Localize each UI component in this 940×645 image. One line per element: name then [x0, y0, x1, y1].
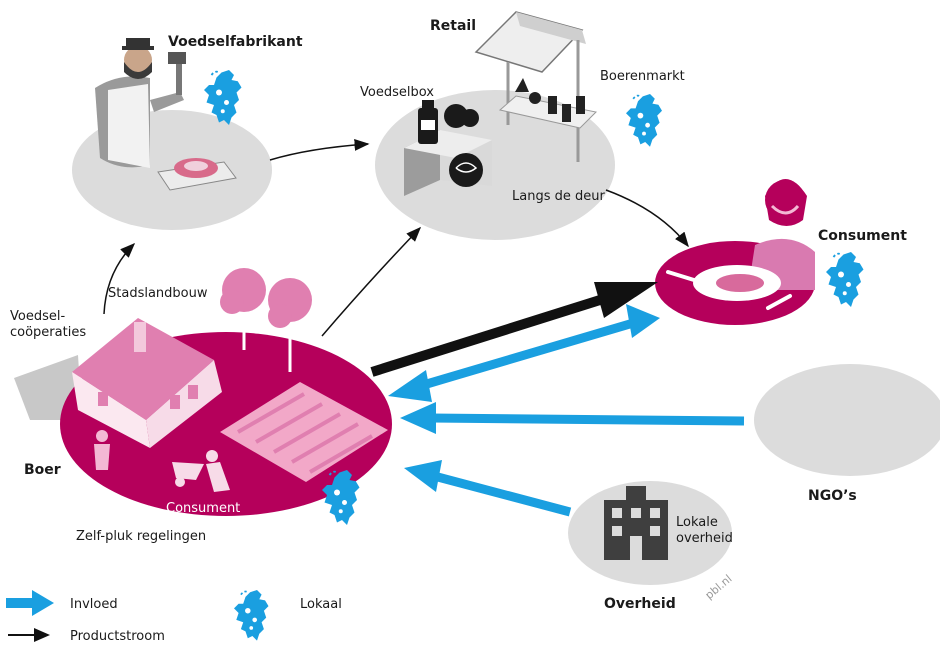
- ngo-disc: [754, 364, 940, 476]
- voedselfabrikant-label: Voedselfabrikant: [168, 34, 303, 50]
- legend-productstroom-label: Productstroom: [70, 629, 165, 644]
- lokale-overheid-label-2: overheid: [676, 531, 733, 546]
- farm-workers: [94, 430, 230, 492]
- voedsel-cooperaties-label-1: Voedsel-: [10, 309, 65, 324]
- legend-lokaal-label: Lokaal: [300, 597, 342, 612]
- arrow-ngo-to-boer: [400, 402, 745, 434]
- arrow-boer-to-consument: [370, 282, 658, 377]
- stadslandbouw-label: Stadslandbouw: [108, 286, 208, 301]
- voedselbox-label: Voedselbox: [360, 85, 434, 100]
- legend-productstroom-arrow: [8, 628, 50, 642]
- pbl-watermark: pbl.nl: [703, 572, 735, 602]
- arrow-retail-to-consument: [605, 189, 689, 248]
- market-stall: [474, 11, 598, 162]
- boerenmarkt-label: Boerenmarkt: [600, 69, 685, 84]
- butcher-figure: [95, 38, 237, 191]
- netherlands-map-icon: [625, 93, 663, 148]
- lokale-overheid-label-1: Lokale: [676, 515, 718, 530]
- crop-field: [220, 382, 388, 482]
- legend-invloed-arrow: [6, 590, 54, 616]
- overheid-label: Overheid: [604, 596, 676, 612]
- consument-farm-label: Consument: [166, 501, 240, 516]
- knife: [766, 294, 792, 310]
- langs-de-deur-label: Langs de deur: [512, 189, 605, 204]
- trees: [220, 268, 312, 372]
- retail-label: Retail: [430, 18, 476, 34]
- consument-label: Consument: [818, 228, 907, 244]
- voedselbox-box: [404, 100, 492, 196]
- arrow-boer-to-fabrikant: [103, 242, 136, 315]
- zelfpluk-label: Zelf-pluk regelingen: [76, 529, 206, 544]
- food-on-plate: [716, 274, 764, 292]
- ngo-label: NGO’s: [808, 488, 857, 504]
- arrow-consument-to-boer: [388, 304, 660, 402]
- arrow-boer-to-retail: [321, 226, 422, 337]
- arrow-overheid-to-boer: [404, 460, 572, 517]
- voedsel-cooperaties-label-2: coöperaties: [10, 325, 86, 340]
- legend: Invloed Productstroom Lokaal: [6, 589, 342, 644]
- netherlands-map-icon: [233, 589, 270, 642]
- legend-invloed-label: Invloed: [70, 597, 118, 612]
- boer-label: Boer: [24, 462, 61, 478]
- netherlands-map-icon: [825, 251, 865, 308]
- arrow-fabrikant-to-retail: [269, 138, 370, 161]
- farmhouse: [72, 318, 222, 448]
- fork: [666, 270, 696, 282]
- townhall-icon: [604, 486, 668, 560]
